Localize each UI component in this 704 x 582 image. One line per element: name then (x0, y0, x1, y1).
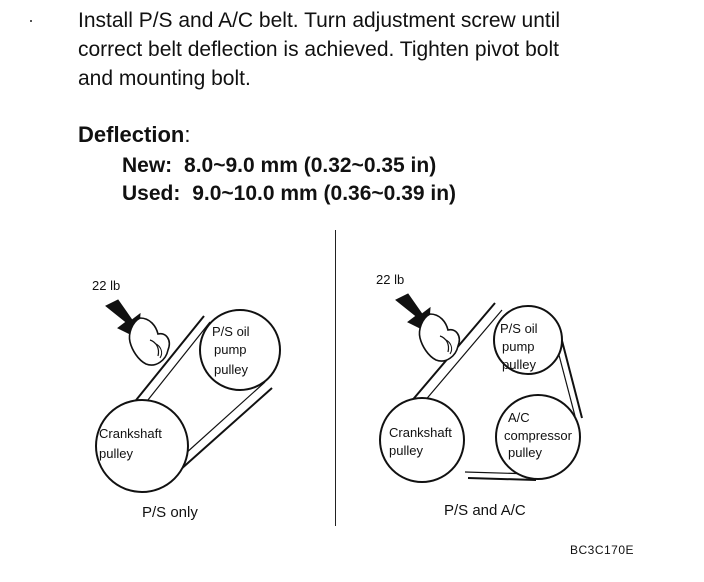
deflection-new-label: New: (122, 154, 173, 177)
right-ac-label-2: compressor (504, 428, 573, 443)
deflection-new-value: 8.0~9.0 mm (0.32~0.35 in) (184, 154, 437, 177)
right-hand-finger-2 (445, 339, 453, 355)
right-diagram-labels: 22 lb P/S oil pump pulley Crankshaft pul… (376, 272, 573, 519)
left-ps-label-2: pump (214, 342, 247, 357)
left-crank-label-1: Crankshaft (99, 426, 162, 441)
left-ps-label-3: pulley (214, 362, 248, 377)
right-caption: P/S and A/C (444, 502, 526, 519)
right-ac-label-3: pulley (508, 445, 542, 460)
right-crank-label-1: Crankshaft (389, 425, 452, 440)
deflection-used-value: 9.0~10.0 mm (0.36~0.39 in) (192, 182, 457, 205)
right-crankshaft-pulley (379, 397, 465, 483)
right-ac-label-1: A/C (508, 410, 530, 425)
instruction-line-3: and mounting bolt. (78, 67, 251, 90)
scan-speck (30, 20, 32, 22)
deflection-used-row: Used: 9.0~10.0 mm (0.36~0.39 in) (122, 182, 456, 206)
right-diagram (379, 293, 583, 483)
right-hand-finger (439, 335, 450, 353)
left-crank-label-2: pulley (99, 446, 133, 461)
figure-code: BC3C170E (570, 543, 635, 557)
right-hand-icon (418, 313, 461, 362)
left-hand-finger (149, 339, 160, 357)
deflection-used-label: Used: (122, 182, 181, 205)
belt-diagram-figure: 22 lb P/S oil pump pulley Crankshaft pul… (92, 272, 583, 521)
left-force-label: 22 lb (92, 278, 120, 293)
instruction-line-1: Install P/S and A/C belt. Turn adjustmen… (78, 9, 561, 32)
deflection-colon: : (184, 122, 191, 147)
left-diagram (95, 299, 281, 493)
diagram-divider (335, 230, 336, 526)
left-hand-finger-2 (155, 343, 163, 359)
left-diagram-labels: 22 lb P/S oil pump pulley Crankshaft pul… (92, 278, 250, 521)
right-ps-label-3: pulley (502, 357, 536, 372)
left-belt-lower-strand (179, 387, 273, 471)
right-belt-bottom-strand (467, 477, 537, 481)
deflection-new-row: New: 8.0~9.0 mm (0.32~0.35 in) (122, 154, 436, 178)
left-ps-pump-pulley (199, 309, 281, 391)
deflection-heading: Deflection: (78, 122, 190, 148)
left-caption: P/S only (142, 504, 198, 521)
right-crank-label-2: pulley (389, 443, 423, 458)
right-ps-label-2: pump (502, 339, 535, 354)
left-hand-icon (128, 317, 171, 366)
right-ps-pump-pulley (493, 305, 563, 375)
right-ps-label-1: P/S oil (500, 321, 538, 336)
left-belt-lower-strand-inner (174, 381, 266, 464)
instruction-text: Install P/S and A/C belt. Turn adjustmen… (78, 6, 678, 93)
instruction-line-2: correct belt deflection is achieved. Tig… (78, 38, 559, 61)
right-belt-right-strand (559, 332, 583, 419)
left-ps-label-1: P/S oil (212, 324, 250, 339)
left-crankshaft-pulley (95, 399, 189, 493)
deflection-heading-text: Deflection (78, 122, 185, 147)
right-force-label: 22 lb (376, 272, 404, 287)
right-ac-compressor-pulley (495, 394, 581, 480)
